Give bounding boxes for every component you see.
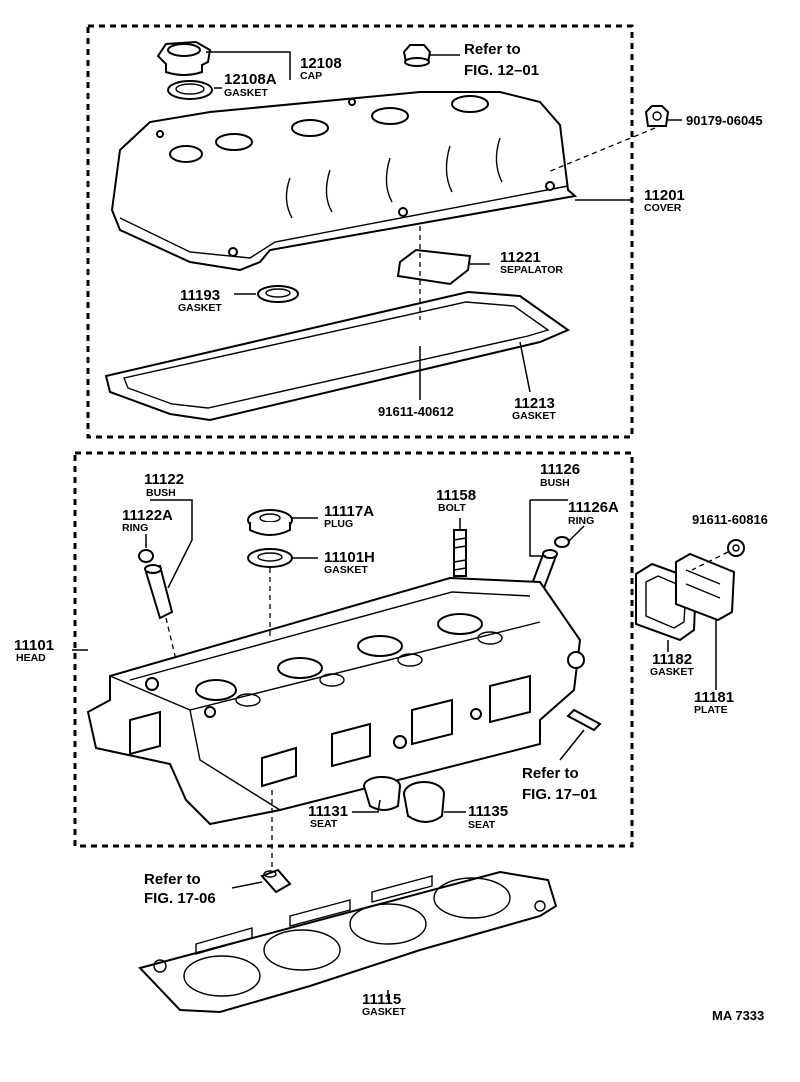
cap-gasket	[167, 80, 213, 100]
separator-name: SEPALATOR	[500, 264, 563, 276]
bush-right-leader	[529, 499, 568, 557]
plug-name: PLUG	[324, 518, 353, 530]
cam-plug-gasket	[247, 548, 293, 568]
cover-plug-gasket	[257, 285, 299, 303]
bolt-number: 11158	[436, 487, 476, 504]
plug-ref-line2: FIG. 17-06	[144, 890, 216, 907]
plate	[675, 552, 736, 622]
cap-leader	[206, 51, 291, 80]
ring-right-number: 11126A	[568, 499, 619, 516]
cylinder-head	[86, 576, 585, 826]
screw-number: 91611-40612	[378, 404, 454, 419]
cover-name: COVER	[644, 202, 682, 214]
ring-left-name: RING	[122, 522, 148, 534]
ring-right-name: RING	[568, 515, 594, 527]
bush-left-dash	[165, 617, 177, 661]
bush-left-name: BUSH	[146, 487, 176, 499]
oil-filler-cap	[156, 40, 212, 76]
cover-gasket-number: 11213	[514, 395, 555, 412]
oil-cap-ref-line2: FIG. 12–01	[464, 62, 539, 79]
separator-plate	[396, 248, 472, 286]
cam-plug	[247, 509, 293, 536]
plug-gasket-number: 11193	[180, 287, 220, 304]
head-plug	[260, 868, 292, 894]
plate-name: PLATE	[694, 704, 728, 716]
oil-cap-ref-line1: Refer to	[464, 41, 521, 58]
bolt-name: BOLT	[438, 502, 466, 514]
cover-gasket-leader	[519, 341, 531, 393]
bush-left-leader	[150, 499, 193, 589]
head-gasket-number: 11115	[362, 991, 401, 1008]
cover-gasket-name: GASKET	[512, 410, 556, 422]
seat-right-number: 11135	[468, 803, 508, 820]
plate-bolt-number: 91611-60816	[692, 512, 768, 527]
plug-gasket-name: GASKET	[178, 302, 222, 314]
stud-ref-line1: Refer to	[522, 765, 579, 782]
plug-gasket-lower-number: 11101H	[324, 549, 375, 566]
cover-gasket-ring	[104, 290, 571, 422]
cap-gasket-number: 12108A	[224, 71, 277, 88]
oil-cap-small	[402, 44, 432, 67]
ring-left	[138, 549, 154, 563]
cap-number: 12108	[300, 55, 342, 72]
nut-dash-line	[547, 127, 656, 173]
bush-left-number: 11122	[144, 471, 184, 488]
head-name: HEAD	[16, 652, 46, 664]
bush-right-name: BUSH	[540, 477, 570, 489]
plug-gasket-lower-name: GASKET	[324, 564, 368, 576]
cylinder-head-gasket	[138, 870, 558, 1014]
head-stud	[566, 708, 602, 732]
stud-bolt	[453, 529, 467, 577]
figure-id: MA 7333	[712, 1008, 764, 1023]
plate-gasket-number: 11182	[652, 651, 692, 668]
ring-right-leader	[567, 525, 585, 543]
bush-left	[144, 564, 174, 620]
cover-nut	[644, 105, 670, 127]
valve-seat-left	[363, 776, 401, 811]
seat-left-name: SEAT	[310, 818, 338, 830]
plate-bolt	[727, 539, 745, 557]
plug-ref-line1: Refer to	[144, 871, 201, 888]
seat-right-name: SEAT	[468, 819, 496, 831]
lower-group-frame	[73, 451, 634, 848]
seat-left-number: 11131	[308, 803, 348, 820]
bush-right-number: 11126	[540, 461, 580, 478]
head-number: 11101	[14, 637, 54, 654]
plate-bolt-dash	[691, 551, 729, 571]
cap-name: CAP	[300, 70, 322, 82]
plate-number: 11181	[694, 689, 734, 706]
cap-gasket-name: GASKET	[224, 87, 268, 99]
valve-seat-right	[403, 781, 445, 823]
ring-right	[554, 536, 570, 548]
ring-left-number: 11122A	[122, 507, 173, 524]
plate-gasket-name: GASKET	[650, 666, 694, 678]
plug-ref-leader	[231, 881, 263, 889]
cover-nut-number: 90179-06045	[686, 113, 763, 128]
separator-number: 11221	[500, 249, 541, 266]
head-gasket-name: GASKET	[362, 1006, 406, 1018]
stud-ref-line2: FIG. 17–01	[522, 786, 597, 803]
plug-number: 11117A	[324, 503, 374, 520]
stud-ref-leader	[559, 729, 585, 761]
seat-left-leader	[352, 799, 381, 813]
cover-number: 11201	[644, 187, 685, 204]
cylinder-head-cover	[110, 91, 578, 272]
